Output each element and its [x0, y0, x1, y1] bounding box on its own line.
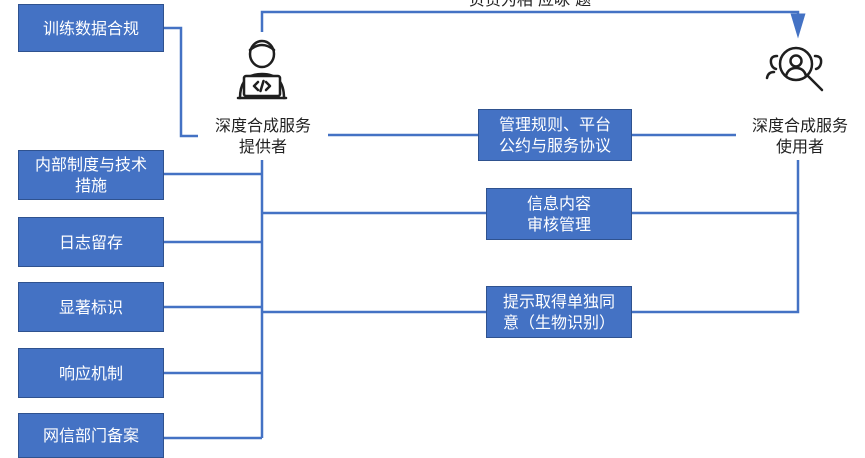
user-label: 深度合成服务 使用者 [736, 115, 864, 157]
box-response-mechanism: 响应机制 [18, 348, 164, 398]
person-with-laptop-icon [236, 39, 288, 100]
provider-label: 深度合成服务 提供者 [198, 115, 328, 157]
box-content-review: 信息内容 审核管理 [486, 188, 632, 240]
box-prominent-labeling: 显著标识 [18, 282, 164, 332]
top-flow-label: 负责为相 应咏 题 [440, 0, 620, 8]
box-cac-filing: 网信部门备案 [18, 413, 164, 458]
box-rules-and-agreements: 管理规则、平台 公约与服务协议 [478, 109, 632, 161]
box-log-retention: 日志留存 [18, 217, 164, 267]
person-with-magnifier-icon [765, 46, 824, 92]
connector-consent-right [632, 213, 800, 314]
box-training-data-compliance: 训练数据合规 [18, 4, 164, 52]
top-arrow-line [260, 10, 806, 39]
box-separate-consent-biometric: 提示取得单独同 意（生物识别） [486, 286, 632, 338]
connector-review-right [632, 160, 800, 215]
box-internal-rules-and-tech: 内部制度与技术 措施 [18, 150, 164, 200]
training-connector [164, 26, 200, 138]
